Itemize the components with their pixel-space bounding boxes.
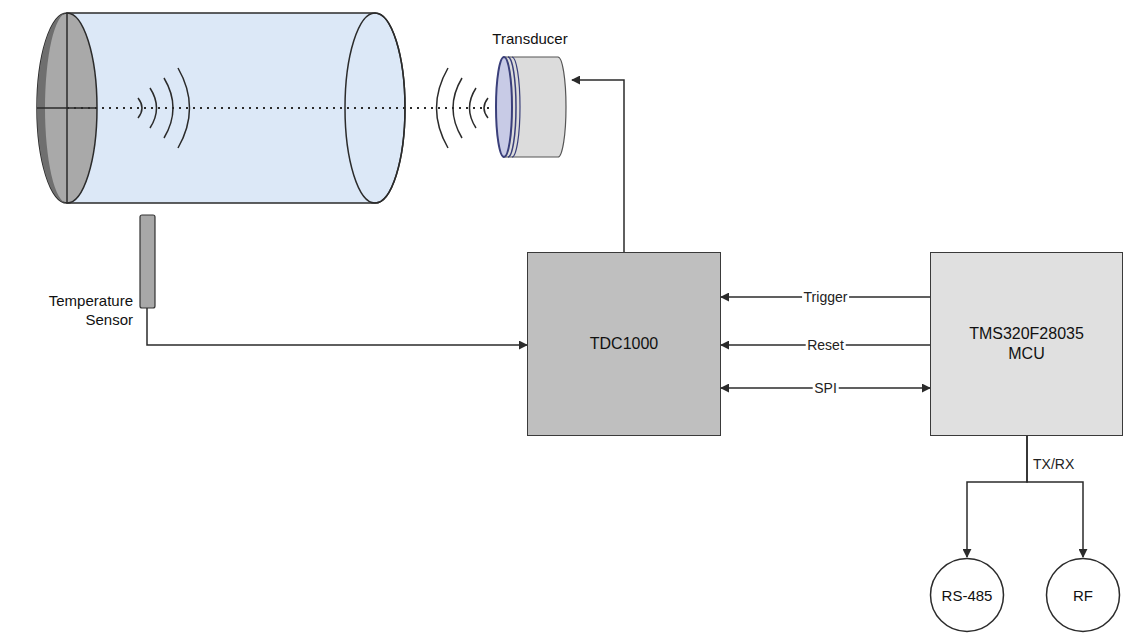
signal-connector <box>1027 436 1083 557</box>
box-label: TMS320F28035 MCU <box>962 324 1092 364</box>
signal-connector <box>967 436 1027 557</box>
converter-box: TDC1000 <box>527 252 721 436</box>
signal-name: Reset <box>805 337 846 353</box>
transducer: Transducer <box>488 30 572 165</box>
beam-path <box>67 107 494 109</box>
mcu-box: TMS320F28035 MCU <box>930 252 1123 436</box>
transducer-shape <box>488 55 572 160</box>
circle-label: RS-485 <box>942 587 993 604</box>
part-label: Transducer <box>488 30 572 48</box>
part-label: Temperature Sensor <box>41 291 133 329</box>
box-label: TDC1000 <box>590 334 658 354</box>
interface-circle: RF <box>1045 557 1121 633</box>
temperature-sensor: Temperature Sensor <box>45 213 160 348</box>
bus-label: TX/RX <box>1031 456 1076 472</box>
emitted-waves <box>437 68 489 148</box>
signal-name: Trigger <box>802 289 850 305</box>
signal-connector <box>147 308 527 345</box>
circle-label: RF <box>1073 587 1093 604</box>
echo-waves <box>138 68 190 148</box>
interface-circle: RS-485 <box>929 557 1005 633</box>
signal-name: SPI <box>812 380 839 396</box>
signal-connector <box>572 80 624 252</box>
